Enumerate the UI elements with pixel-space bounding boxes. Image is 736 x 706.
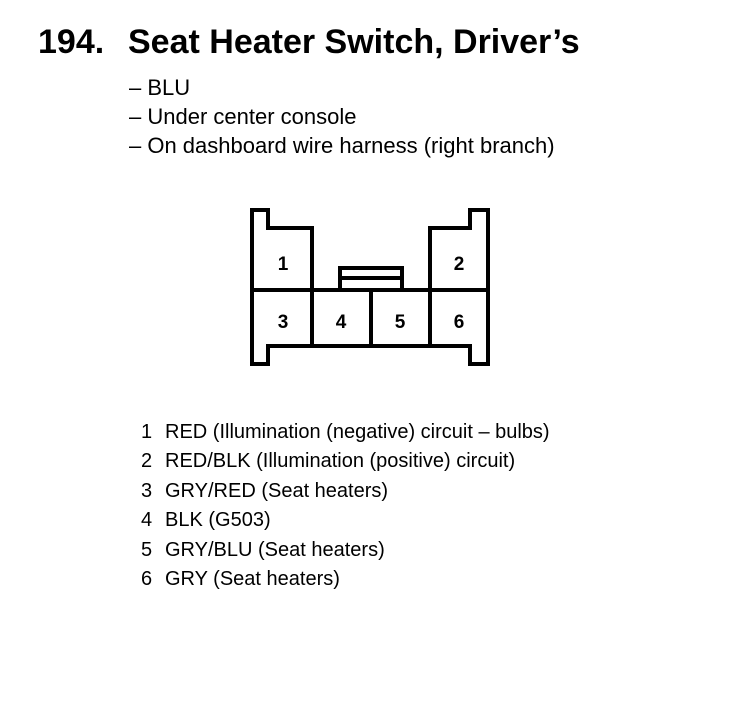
pinout-row: 5 GRY/BLU (Seat heaters): [141, 536, 550, 565]
pin-label-4: 4: [336, 312, 347, 333]
pin-label-5: 5: [395, 312, 406, 333]
pinout-row: 1 RED (Illumination (negative) circuit – …: [141, 418, 550, 447]
pinout-desc: RED/BLK (Illumination (positive) circuit…: [165, 450, 516, 473]
connector-outline: [250, 208, 490, 366]
pinout-row: 6 GRY (Seat heaters): [141, 565, 550, 594]
pinout-row: 3 GRY/RED (Seat heaters): [141, 477, 550, 506]
detail-location: – Under center console: [129, 104, 357, 129]
connector-diagram: 1 2 3 4 5 6: [250, 208, 490, 366]
pin-label-2: 2: [454, 254, 465, 275]
detail-color: – BLU: [129, 75, 191, 100]
title-text: Seat Heater Switch, Driver’s: [128, 23, 580, 61]
pinout-pin: 4: [141, 509, 153, 532]
pinout-pin: 5: [141, 538, 153, 561]
detail-harness: – On dashboard wire harness (right branc…: [129, 133, 555, 158]
pin-label-3: 3: [278, 312, 289, 333]
pin-label-1: 1: [278, 254, 289, 275]
title-number: 194.: [38, 23, 105, 61]
pinout-desc: BLK (G503): [165, 509, 271, 532]
pinout-row: 2 RED/BLK (Illumination (positive) circui…: [141, 447, 550, 476]
page-title: 194. Seat Heater Switch, Driver’s: [38, 22, 580, 62]
pinout-row: 4 BLK (G503): [141, 506, 550, 535]
pinout-pin: 3: [141, 479, 153, 502]
pinout-desc: GRY/RED (Seat heaters): [165, 479, 389, 502]
pinout-pin: 1: [141, 421, 153, 443]
pinout-desc: RED (Illumination (negative) circuit – b…: [165, 421, 550, 443]
pinout-pin: 2: [141, 450, 153, 473]
pinout-desc: GRY/BLU (Seat heaters): [165, 538, 385, 561]
pin-label-6: 6: [454, 312, 465, 333]
pinout-desc: GRY (Seat heaters): [165, 568, 340, 591]
pinout-list: 1 RED (Illumination (negative) circuit – …: [141, 418, 550, 594]
pinout-pin: 6: [141, 568, 153, 591]
connector-details: – BLU – Under center console – On dashbo…: [129, 73, 555, 160]
